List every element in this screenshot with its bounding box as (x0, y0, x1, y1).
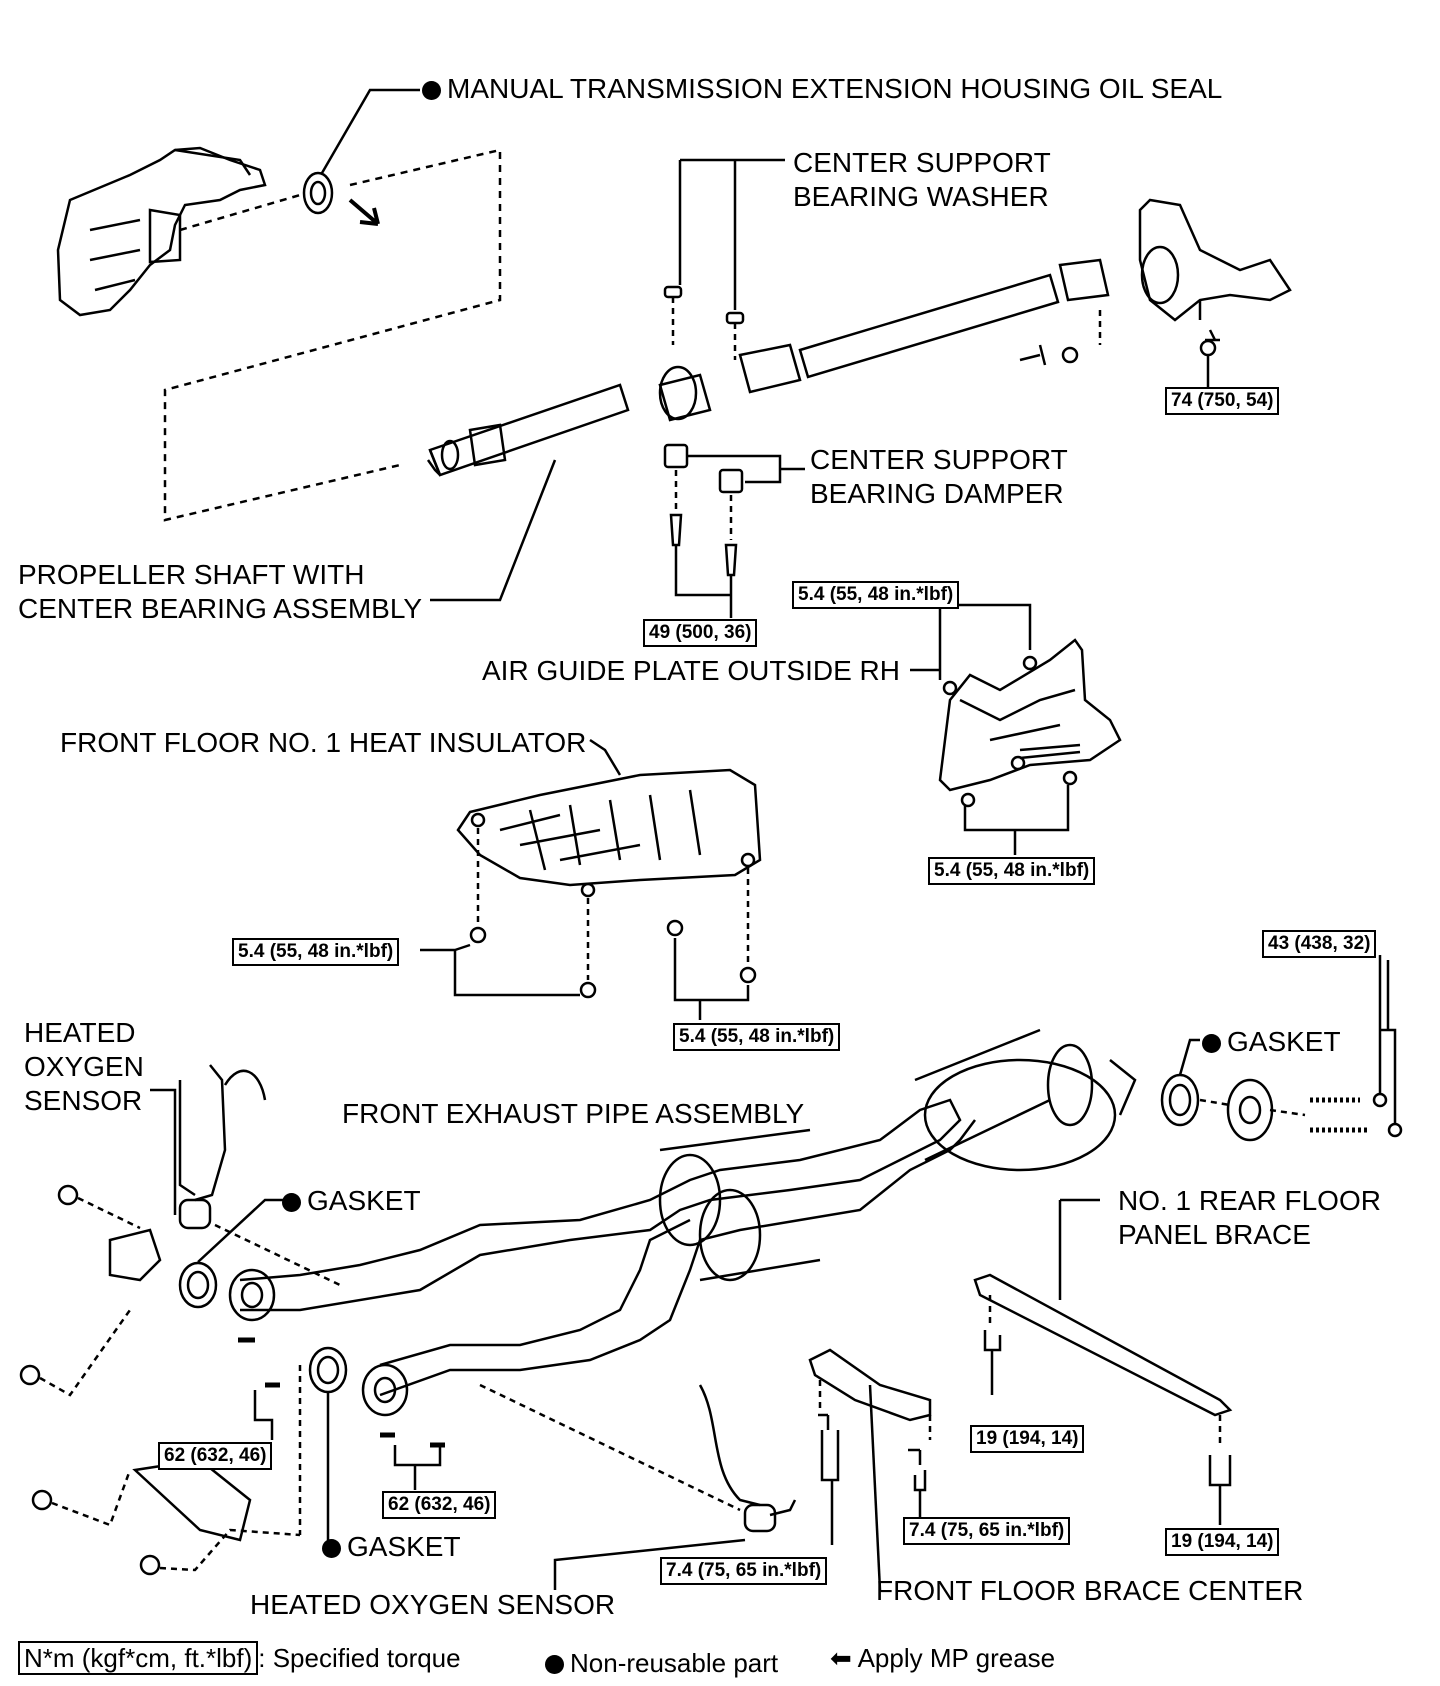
legend-torque-box: N*m (kgf*cm, ft.*lbf) (18, 1641, 259, 1675)
exhaust-pipe (239, 1028, 1137, 1397)
torque-manifold-right: 62 (632, 46) (382, 1491, 497, 1519)
prop-shaft-label-1: PROPELLER SHAFT WITH (18, 559, 365, 590)
torque-center-bearing: 49 (500, 36) (643, 619, 758, 647)
torque-airguide-bottom: 5.4 (55, 48 in.*lbf) (928, 857, 1096, 885)
prop-shaft-label-2: CENTER BEARING ASSEMBLY (18, 593, 423, 624)
front-exhaust-label: FRONT EXHAUST PIPE ASSEMBLY (342, 1098, 805, 1129)
torque-tailpipe: 43 (438, 32) (1262, 930, 1377, 958)
torque-insulator-bottom: 5.4 (55, 48 in.*lbf) (673, 1023, 841, 1051)
floor-brace-center-label: FRONT FLOOR BRACE CENTER (876, 1575, 1304, 1606)
legend-torque-text: : Specified torque (258, 1643, 461, 1673)
rear-brace-label-1: NO. 1 REAR FLOOR (1118, 1185, 1381, 1216)
rear-brace-label-2: PANEL BRACE (1118, 1219, 1311, 1250)
ho2-sensor-top-label-1: HEATED (24, 1017, 136, 1048)
gasket-rear-shape (1160, 1073, 1200, 1127)
heat-insulator-label: FRONT FLOOR NO. 1 HEAT INSULATOR (60, 727, 587, 758)
gasket-left-shape (178, 1261, 218, 1309)
gasket-rear-label: GASKET (1202, 1025, 1341, 1058)
ho2-sensor-top-label-3: SENSOR (24, 1085, 143, 1116)
legend-torque: N*m (kgf*cm, ft.*lbf): Specified torque (18, 1641, 461, 1675)
csb-washer-label-1: CENTER SUPPORT (793, 147, 1051, 178)
rear-floor-panel-brace (973, 1273, 1233, 1417)
legend-grease: ⬅ Apply MP grease (830, 1643, 1055, 1674)
torque-airguide-top: 5.4 (55, 48 in.*lbf) (792, 581, 960, 609)
torque-rear-brace-right: 19 (194, 14) (1165, 1528, 1280, 1556)
gasket-left-label: GASKET (282, 1184, 421, 1217)
torque-brace-center-right: 7.4 (75, 65 in.*lbf) (903, 1517, 1071, 1545)
legend-grease-text: Apply MP grease (857, 1643, 1056, 1673)
propeller-shaft (426, 258, 1110, 477)
torque-insulator-left: 5.4 (55, 48 in.*lbf) (232, 938, 400, 966)
csb-damper-label-1: CENTER SUPPORT (810, 444, 1068, 475)
grease-arrow-icon: ⬅ (830, 1643, 852, 1673)
ho2-sensor-top-label-2: OXYGEN (24, 1051, 144, 1082)
csb-damper-label-2: BEARING DAMPER (810, 478, 1064, 509)
torque-brace-center-left: 7.4 (75, 65 in.*lbf) (660, 1557, 828, 1585)
gasket-lower-label: GASKET (322, 1530, 461, 1563)
ho2-sensor-bottom-label: HEATED OXYGEN SENSOR (250, 1589, 616, 1620)
torque-rear-brace-left: 19 (194, 14) (970, 1425, 1085, 1453)
legend-nonreusable: Non-reusable part (545, 1648, 778, 1679)
transmission-housing (56, 146, 267, 317)
csb-washer-label-2: BEARING WASHER (793, 181, 1049, 212)
air-guide-label: AIR GUIDE PLATE OUTSIDE RH (482, 655, 900, 686)
torque-manifold-left: 62 (632, 46) (158, 1442, 273, 1470)
air-guide-plate (938, 638, 1122, 792)
gasket-lower-shape (308, 1346, 348, 1394)
torque-flange: 74 (750, 54) (1165, 387, 1280, 415)
mt-oil-seal-label: MANUAL TRANSMISSION EXTENSION HOUSING OI… (422, 72, 1222, 105)
oil-seal (302, 171, 334, 215)
heat-insulator (456, 768, 762, 887)
